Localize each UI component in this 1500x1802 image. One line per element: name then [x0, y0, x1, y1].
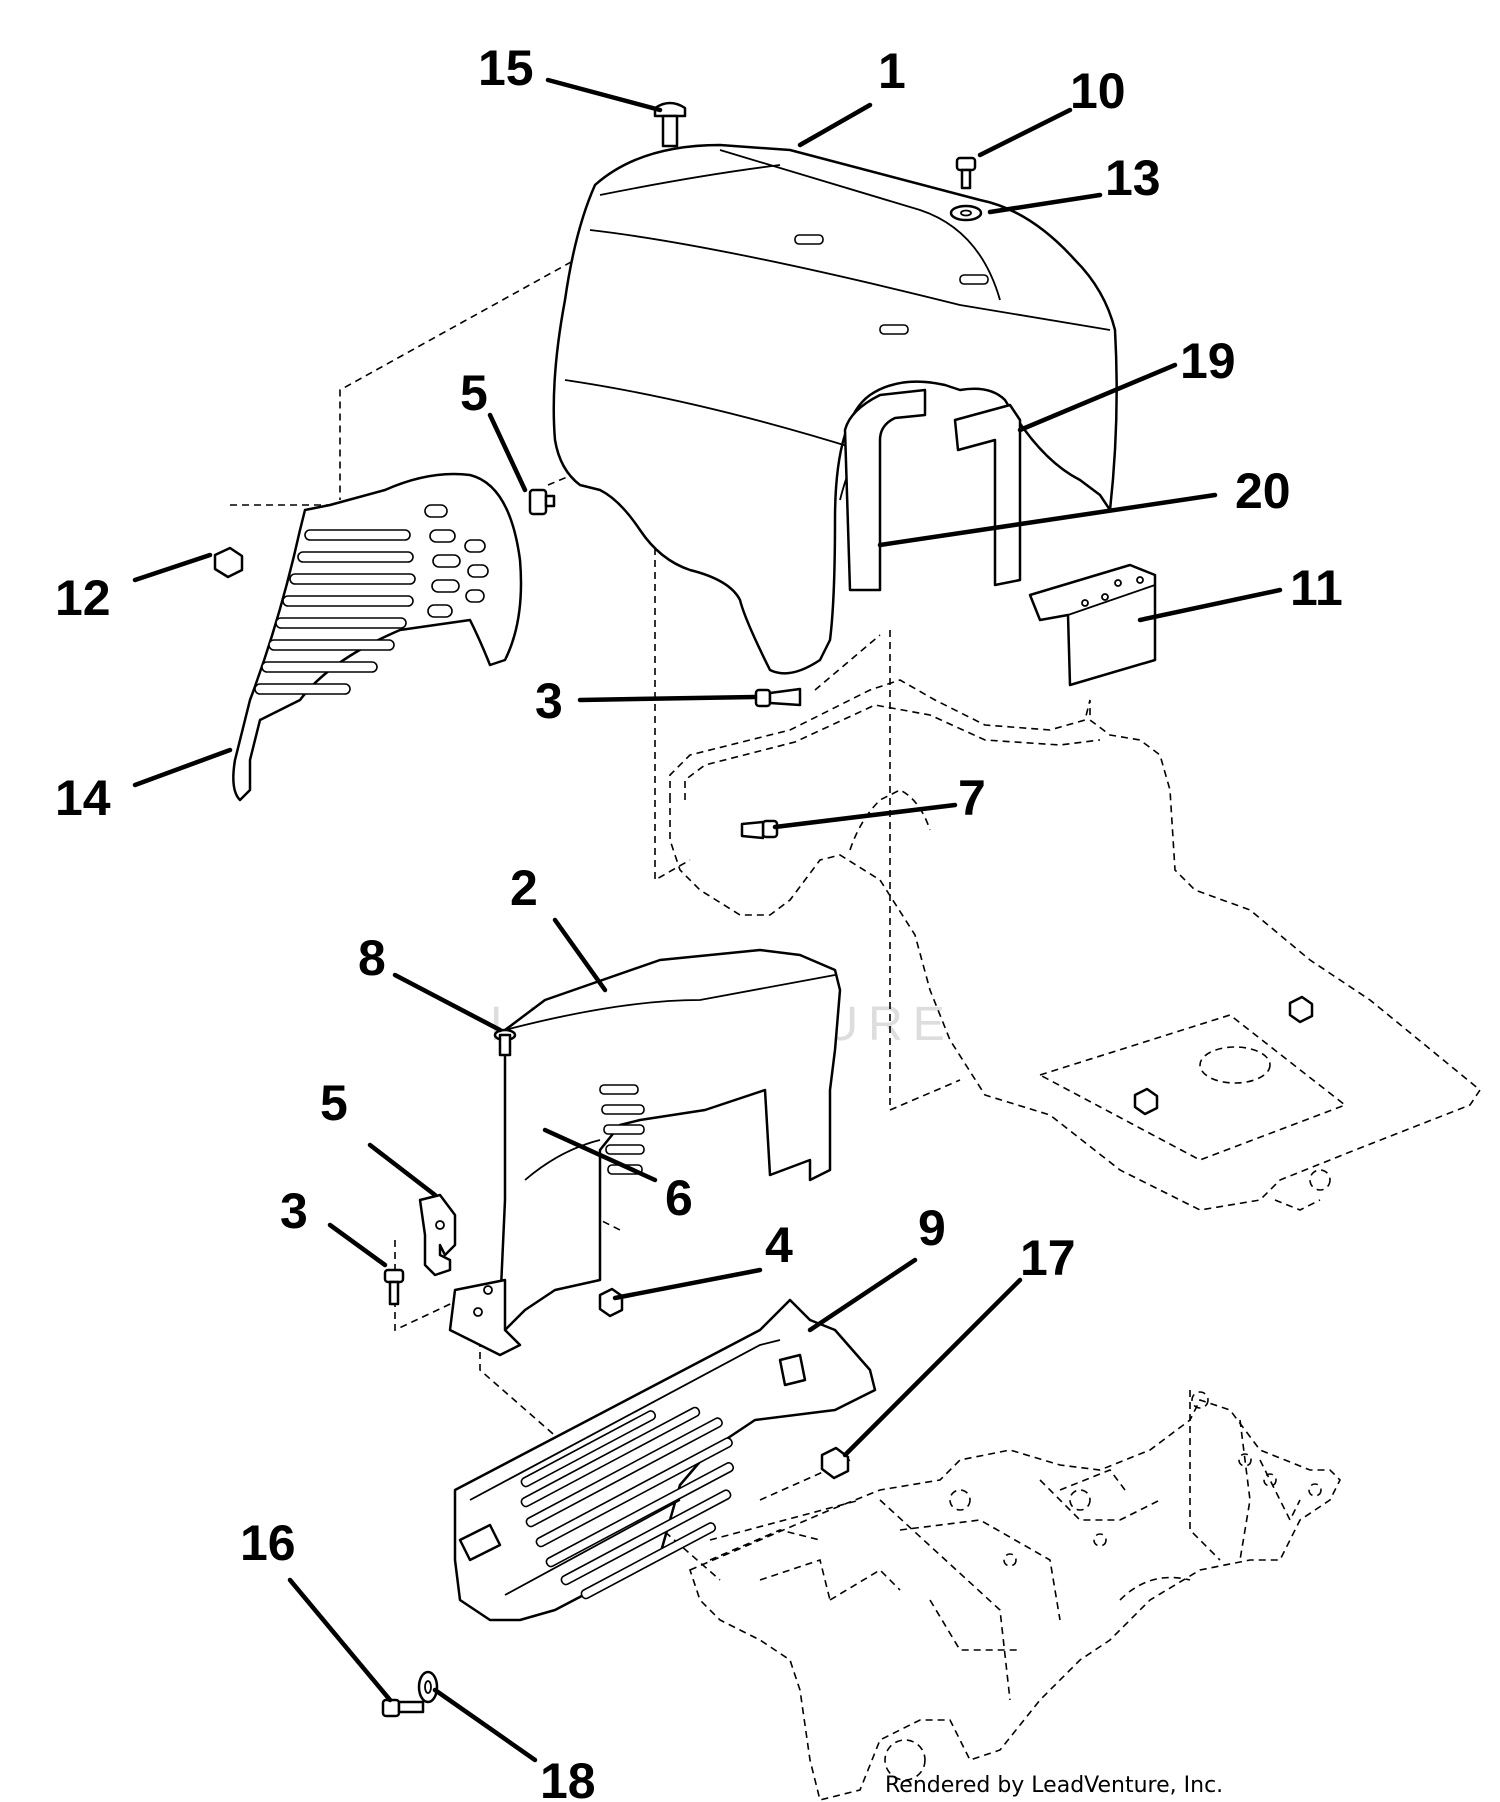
hex-nut-17	[820, 1446, 850, 1480]
bracket	[1028, 563, 1157, 687]
callout-7: 7	[958, 770, 986, 826]
shroud-slots	[599, 1084, 645, 1175]
callout-16: 16	[240, 1515, 296, 1571]
grille-tray	[453, 1298, 877, 1622]
callout-3-upper: 3	[535, 673, 563, 729]
callout-18: 18	[540, 1753, 596, 1802]
callout-4: 4	[765, 1217, 793, 1273]
bolt-and-washer	[949, 156, 983, 222]
callout-10: 10	[1070, 63, 1126, 119]
callout-14: 14	[55, 770, 111, 826]
callout-12: 12	[55, 570, 111, 626]
hex-nut-4	[598, 1287, 624, 1318]
callout-15: 15	[478, 40, 534, 96]
callout-19: 19	[1180, 333, 1236, 389]
tray-slots	[520, 1406, 735, 1600]
render-credit: Rendered by LeadVenture, Inc.	[885, 1773, 1223, 1798]
chassis-outline	[689, 1390, 1341, 1801]
callout-9: 9	[918, 1200, 946, 1256]
bolt-16	[381, 1698, 425, 1718]
bumper-pad	[843, 388, 927, 592]
screw-upper	[754, 687, 802, 708]
callout-11: 11	[1290, 560, 1343, 616]
screw-7	[740, 819, 779, 840]
callout-3-lower: 3	[280, 1183, 308, 1239]
latch-lower	[418, 1193, 457, 1277]
frame-outline	[669, 679, 1482, 1211]
bolt-lower	[383, 1268, 405, 1306]
callout-1: 1	[878, 43, 906, 99]
callout-20: 20	[1235, 463, 1291, 519]
grille-slots	[254, 504, 489, 695]
callout-numbers: 1 2 3 3 4 5 5 6 7 8 9 10 11 12 13 14 15 …	[55, 40, 1343, 1802]
callout-13: 13	[1105, 150, 1161, 206]
hood-part	[552, 143, 1118, 675]
callout-5-upper: 5	[460, 365, 488, 421]
grille-panel	[232, 472, 523, 802]
pin-8	[493, 1028, 517, 1057]
carriage-bolt	[653, 101, 687, 148]
bumper-strip	[953, 403, 1022, 587]
callout-2: 2	[510, 860, 538, 916]
callout-8: 8	[358, 930, 386, 986]
leader-lines	[132, 77, 1283, 1763]
dash-shroud	[448, 948, 842, 1357]
clip-upper	[528, 488, 556, 516]
callout-5-lower: 5	[320, 1075, 348, 1131]
callout-17: 17	[1020, 1230, 1076, 1286]
callout-6: 6	[665, 1170, 693, 1226]
washer-18	[417, 1670, 439, 1704]
hex-nut-upper	[213, 546, 244, 579]
